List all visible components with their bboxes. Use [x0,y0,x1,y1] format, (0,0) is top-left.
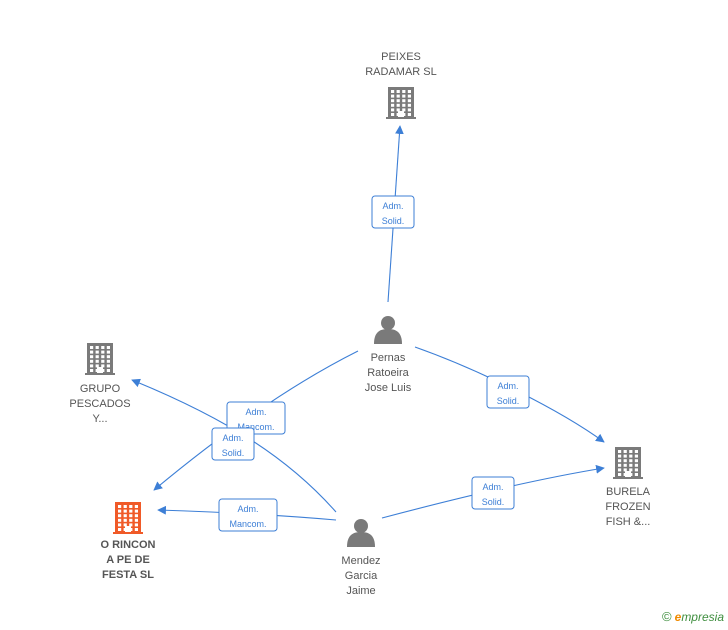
node-label: FISH &... [606,516,651,528]
copyright-icon: © [662,609,672,624]
building-icon [386,87,416,119]
relation-badge-text: Adm. [245,407,266,417]
node-label: PEIXES [381,51,421,63]
node-label: Garcia [345,570,378,582]
relation-badge-text: Mancom. [237,422,274,432]
node-grupo[interactable]: GRUPO PESCADOS Y... [69,343,131,425]
footer-brand[interactable]: ©empresia [662,609,724,624]
relation-badge-text: Solid. [482,497,505,507]
building-icon [113,502,143,534]
relation-badge[interactable]: Adm. Solid. [211,427,255,461]
relation-badge-text: Adm. [237,504,258,514]
node-label: PESCADOS [69,398,130,410]
relation-badge-text: Adm. [482,482,503,492]
node-label: FESTA SL [102,569,154,581]
person-icon [374,316,402,344]
node-peixes[interactable]: PEIXES RADAMAR SL [365,51,437,119]
badges-layer: Adm.Solid.Adm.Solid.Adm.Mancom.Adm.Solid… [211,195,530,532]
edges-layer [131,125,605,521]
node-burela[interactable]: BURELA FROZEN FISH &... [605,447,651,528]
node-label: RADAMAR SL [365,66,437,78]
nodes-layer: PEIXES RADAMAR SL GRUPO PESCADOS Y... O RINCO… [69,51,650,597]
node-label: Pernas [371,352,406,364]
node-label: Mendez [341,555,380,567]
relation-badge-box [471,476,515,510]
node-label: Y... [92,413,107,425]
relation-badge[interactable]: Adm. Mancom. [218,498,278,532]
relation-badge-box [211,427,255,461]
brand-name: mpresia [681,610,724,624]
node-label: Jose Luis [365,382,412,394]
relation-badge-text: Solid. [222,448,245,458]
relation-badge[interactable]: Adm. Solid. [471,476,515,510]
brand-initial: e [674,610,682,624]
relation-badge[interactable]: Adm. Solid. [371,195,415,229]
relation-badge-text: Adm. [382,201,403,211]
building-icon [85,343,115,375]
relation-badge-box [486,375,530,409]
node-label: O RINCON [101,539,156,551]
node-label: Ratoeira [367,367,409,379]
relation-badge-box [371,195,415,229]
relation-badge[interactable]: Adm. Mancom. [226,401,286,435]
node-label: Jaime [346,585,375,597]
relation-badge-box [226,401,286,435]
building-icon [613,447,643,479]
node-label: A PE DE [106,554,150,566]
person-icon [347,519,375,547]
node-label: FROZEN [605,501,650,513]
node-label: GRUPO [80,383,121,395]
relation-badge[interactable]: Adm. Solid. [486,375,530,409]
relation-badge-box [218,498,278,532]
relation-badge-text: Mancom. [229,519,266,529]
relation-badge-text: Solid. [497,396,520,406]
node-orincon[interactable]: O RINCON A PE DE FESTA SL [101,502,156,581]
relation-badge-text: Adm. [497,381,518,391]
node-label: BURELA [606,486,651,498]
relation-badge-text: Solid. [382,216,405,226]
relation-badge-text: Adm. [222,433,243,443]
